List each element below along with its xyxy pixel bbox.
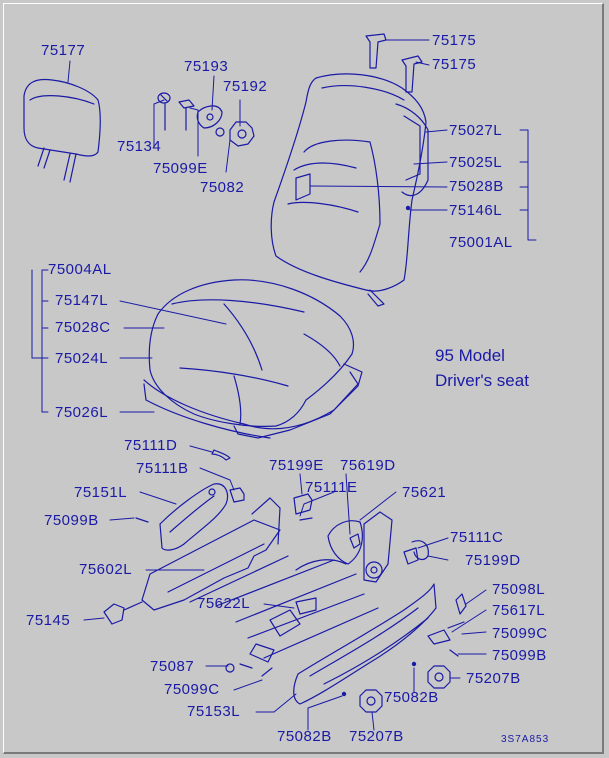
model-note-line-2: Driver's seat <box>435 371 529 390</box>
label-75111E: 75111E <box>305 479 358 496</box>
label-75099B-left: 75099B <box>44 512 99 529</box>
seat-exploded-view <box>4 4 605 755</box>
label-75619D: 75619D <box>340 457 396 474</box>
label-75111C: 75111C <box>450 529 504 546</box>
seat-frame <box>142 498 392 676</box>
label-75001AL: 75001AL <box>449 234 513 251</box>
label-75099B-right: 75099B <box>492 647 547 664</box>
label-75199E: 75199E <box>269 457 324 474</box>
label-75199D: 75199D <box>465 552 521 569</box>
label-75207B-right: 75207B <box>466 670 521 687</box>
label-75099C-right: 75099C <box>492 625 548 642</box>
label-75175-lower: 75175 <box>432 56 477 73</box>
label-75207B-bottom: 75207B <box>349 728 404 745</box>
label-75602L: 75602L <box>79 561 133 578</box>
label-75147L: 75147L <box>55 292 109 309</box>
label-75177: 75177 <box>41 42 86 59</box>
label-75099E: 75099E <box>153 160 208 177</box>
label-75192: 75192 <box>223 78 268 95</box>
label-75028B: 75028B <box>449 178 504 195</box>
leader-lines <box>32 40 536 730</box>
label-75024L: 75024L <box>55 350 109 367</box>
label-75082B-right: 75082B <box>384 689 439 706</box>
label-75025L: 75025L <box>449 154 503 171</box>
label-75134: 75134 <box>117 138 162 155</box>
seat-cushion <box>144 280 362 438</box>
label-75617L: 75617L <box>492 602 546 619</box>
figure-code: 3S7A853 <box>501 734 550 745</box>
label-75622L: 75622L <box>197 595 251 612</box>
label-75082: 75082 <box>200 179 245 196</box>
front-brackets <box>104 602 142 624</box>
label-75099C-bottom: 75099C <box>164 681 220 698</box>
label-75087: 75087 <box>150 658 195 675</box>
label-75111B: 75111B <box>136 460 189 477</box>
label-75026L: 75026L <box>55 404 109 421</box>
side-shield <box>294 584 466 704</box>
label-75175-upper: 75175 <box>432 32 477 49</box>
headrest-guides <box>366 34 422 92</box>
diagram-frame: 75177 75193 75192 75134 75099E 75082 751… <box>3 3 604 754</box>
label-75111D: 75111D <box>124 437 178 454</box>
model-note-line-1: 95 Model <box>435 346 505 365</box>
label-75151L: 75151L <box>74 484 128 501</box>
label-75028C: 75028C <box>55 319 111 336</box>
label-75027L: 75027L <box>449 122 503 139</box>
headrest <box>24 80 100 182</box>
label-75153L: 75153L <box>187 703 241 720</box>
label-75098L: 75098L <box>492 581 546 598</box>
label-75082B-bottom: 75082B <box>277 728 332 745</box>
label-75145: 75145 <box>26 612 71 629</box>
lever-knobs <box>342 666 450 712</box>
label-75004AL: 75004AL <box>48 261 112 278</box>
label-75193: 75193 <box>184 58 229 75</box>
label-75146L: 75146L <box>449 202 503 219</box>
recliner-cover <box>160 484 228 550</box>
label-75621: 75621 <box>402 484 447 501</box>
seat-back <box>271 74 428 306</box>
